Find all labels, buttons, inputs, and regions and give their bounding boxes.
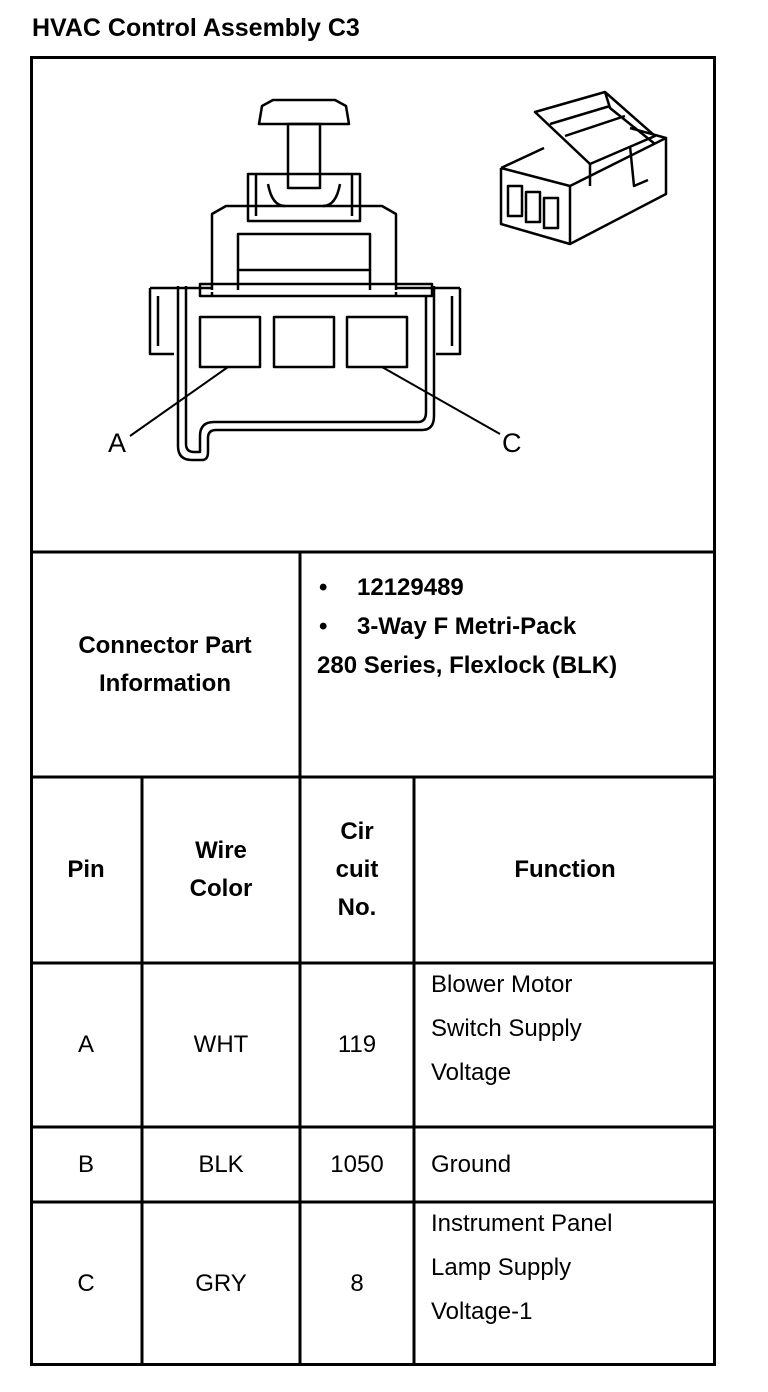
header-function: Function xyxy=(514,856,616,883)
table-row-c-circuit: 8 xyxy=(350,1270,364,1297)
table-row-a-function: Blower Motor Switch Supply Voltage xyxy=(431,971,582,1086)
header-pin: Pin xyxy=(67,856,105,883)
header-wire-color: Wire Color xyxy=(189,837,253,902)
connector-isometric-view xyxy=(499,90,668,246)
table-row-c-function: Instrument Panel Lamp Supply Voltage-1 xyxy=(431,1210,613,1325)
part-number: •12129489 xyxy=(319,574,464,601)
cavity-c xyxy=(345,315,409,369)
table-row-a-pin: A xyxy=(77,1031,94,1058)
leader-a xyxy=(129,366,229,437)
connector-series: 280 Series, Flexlock (BLK) xyxy=(317,652,618,679)
connector-part-info-label: Connector Part Information xyxy=(78,631,252,697)
lock-tab-stem xyxy=(286,122,322,190)
table-row-c-wire: GRY xyxy=(195,1270,247,1297)
page-title: HVAC Control Assembly C3 xyxy=(32,14,360,42)
table-row-b-pin: B xyxy=(77,1150,94,1178)
table-grid xyxy=(30,56,716,1366)
table-row-a-circuit: 119 xyxy=(337,1031,377,1058)
lock-tab-head xyxy=(257,98,351,126)
pin-label-c: C xyxy=(502,428,522,458)
table-row-c-pin: C xyxy=(77,1270,95,1297)
connector-part-info-values: •12129489 •3-Way F Metri-Pack 280 Series… xyxy=(317,568,617,685)
table-row-a-wire: WHT xyxy=(193,1031,249,1058)
table-row-b-wire: BLK xyxy=(198,1150,244,1178)
connector-type: •3-Way F Metri-Pack xyxy=(319,613,577,640)
pin-label-a: A xyxy=(108,428,127,458)
connector-diagram xyxy=(129,90,668,462)
cavity-b xyxy=(272,315,336,369)
cavity-a xyxy=(198,315,262,369)
table-row-b-circuit: 1050 xyxy=(330,1150,384,1178)
table-row-b-function: Ground xyxy=(431,1150,512,1178)
leader-c xyxy=(381,366,501,435)
header-circuit-no: Cir cuit No. xyxy=(335,818,379,921)
connector-document: A C Connector Part Information •12129489… xyxy=(30,56,716,1366)
